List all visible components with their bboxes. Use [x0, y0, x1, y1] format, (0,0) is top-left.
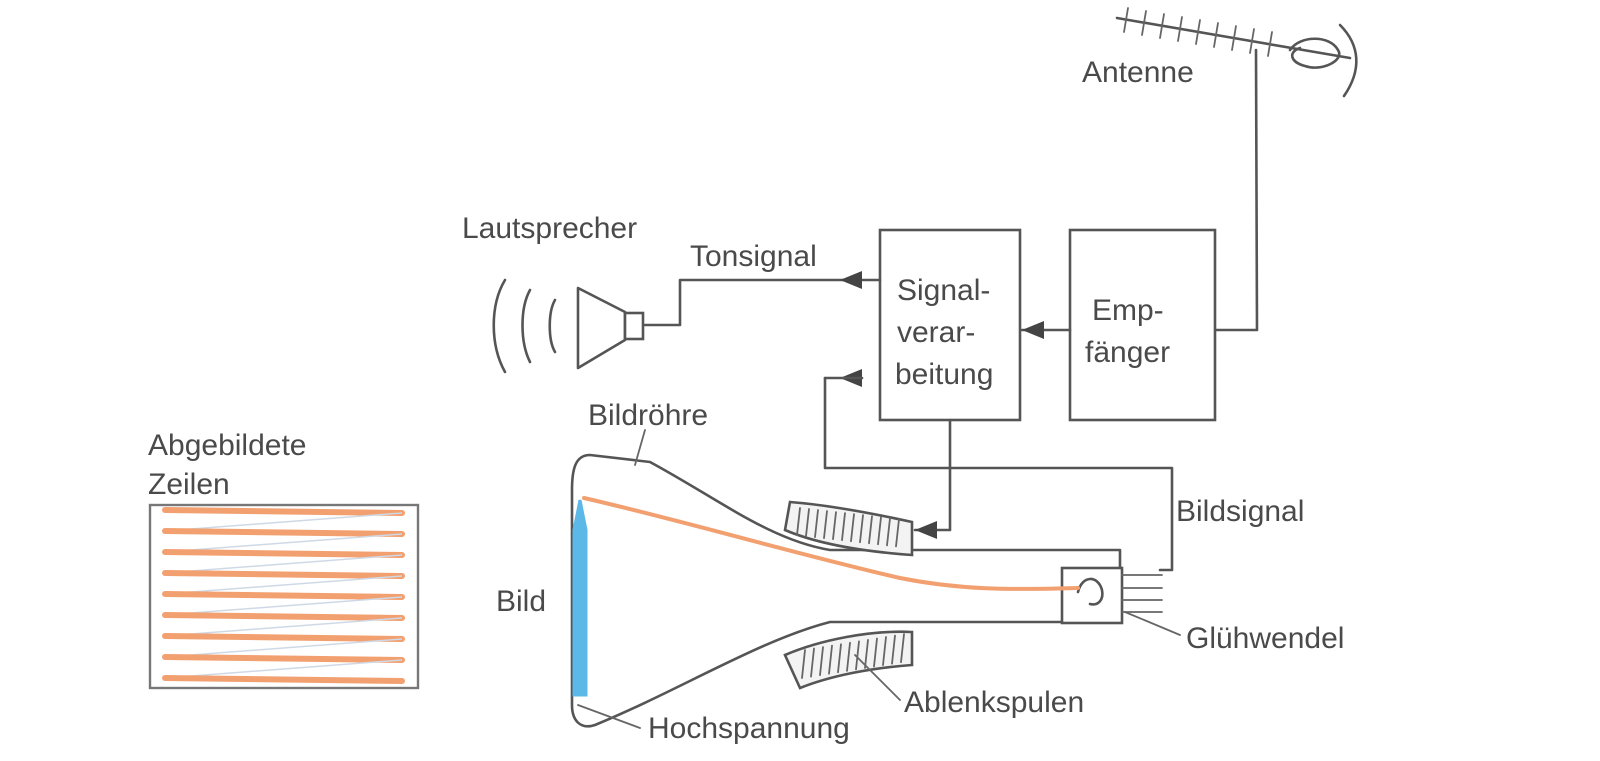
coil-winding [864, 639, 869, 669]
coil-winding [891, 634, 896, 665]
loudspeaker-icon [492, 278, 645, 374]
lower-deflection-coil [783, 630, 914, 690]
scanline [162, 570, 405, 579]
retrace-line [164, 512, 403, 532]
screen-bild [572, 499, 588, 697]
tonsignal-arrowhead [840, 271, 862, 289]
label-hochspannung: Hochspannung [648, 712, 850, 745]
gluehwendel-leader [1124, 611, 1181, 636]
label-gluehwendel: Glühwendel [1186, 622, 1344, 655]
coil-winding [886, 517, 891, 547]
electron-gun [1060, 566, 1163, 625]
upper-deflection-coil [783, 500, 914, 557]
retrace-line [164, 554, 403, 574]
coil-winding [832, 511, 837, 541]
ablenkspulen-leader [854, 654, 901, 701]
deflection-wire [913, 418, 952, 532]
retrace-line [164, 638, 403, 658]
coil-winding [837, 643, 842, 674]
coil-winding [823, 510, 828, 539]
retrace-line [164, 659, 403, 679]
coil-winding [850, 513, 855, 543]
coil-winding [846, 641, 851, 672]
scanline [162, 612, 405, 621]
coil-winding [828, 644, 833, 675]
scanline [162, 633, 405, 642]
coil-winding [868, 515, 873, 545]
empfaenger-box [1068, 228, 1217, 422]
label-antenne: Antenne [1082, 56, 1194, 89]
coil-winding [814, 509, 819, 538]
coil-winding [801, 649, 806, 679]
scanline [162, 591, 405, 600]
scanline [162, 675, 405, 684]
antenna-icon [1115, 7, 1358, 98]
coil-winding [873, 637, 878, 668]
label-bildroehre: Bildröhre [588, 399, 708, 432]
label-signal-line2: verar- [897, 316, 975, 349]
retrace-line [164, 596, 403, 616]
retrace-line [164, 575, 403, 595]
coil-winding [796, 507, 801, 536]
coil-winding [819, 646, 824, 677]
retrace-line [164, 617, 403, 637]
scanlines-panel [148, 503, 420, 690]
retrace-line [164, 533, 403, 553]
bildroehre-leader [634, 429, 646, 466]
coil-winding [841, 512, 846, 542]
label-signal-line1: Signal- [897, 274, 990, 307]
electron-beam [582, 496, 1080, 591]
coil-winding [859, 514, 864, 544]
coil-winding [900, 633, 905, 664]
receiver-arrowhead [1022, 321, 1044, 339]
scanline [162, 549, 405, 558]
label-bild: Bild [496, 585, 546, 618]
label-tonsignal: Tonsignal [690, 240, 817, 273]
bildsignal-wire [823, 376, 1174, 572]
label-signal-line3: beitung [895, 358, 993, 391]
deflection-arrowhead [915, 521, 937, 539]
coil-winding [882, 636, 887, 666]
coil-winding [877, 516, 882, 546]
coil-winding [855, 640, 860, 671]
scanline [162, 507, 405, 516]
signalverarbeitung-box [878, 228, 1022, 422]
coil-winding [895, 518, 900, 548]
label-empf-line1: Emp- [1092, 294, 1164, 327]
coil-winding [805, 508, 810, 537]
scanline [162, 654, 405, 663]
antenna-lead [1213, 48, 1259, 332]
scanline [162, 528, 405, 537]
label-bildsignal: Bildsignal [1176, 495, 1304, 528]
label-abgebildete-line1: Abgebildete [148, 429, 306, 462]
bildroehre-outline [570, 453, 1122, 728]
label-lautsprecher: Lautsprecher [462, 212, 637, 245]
tonsignal-wire [643, 278, 882, 327]
label-abgebildete-line2: Zeilen [148, 468, 230, 501]
label-empf-line2: fänger [1085, 336, 1170, 369]
hochspannung-leader [577, 704, 641, 729]
label-ablenkspulen: Ablenkspulen [904, 686, 1084, 719]
coil-winding [810, 647, 815, 678]
